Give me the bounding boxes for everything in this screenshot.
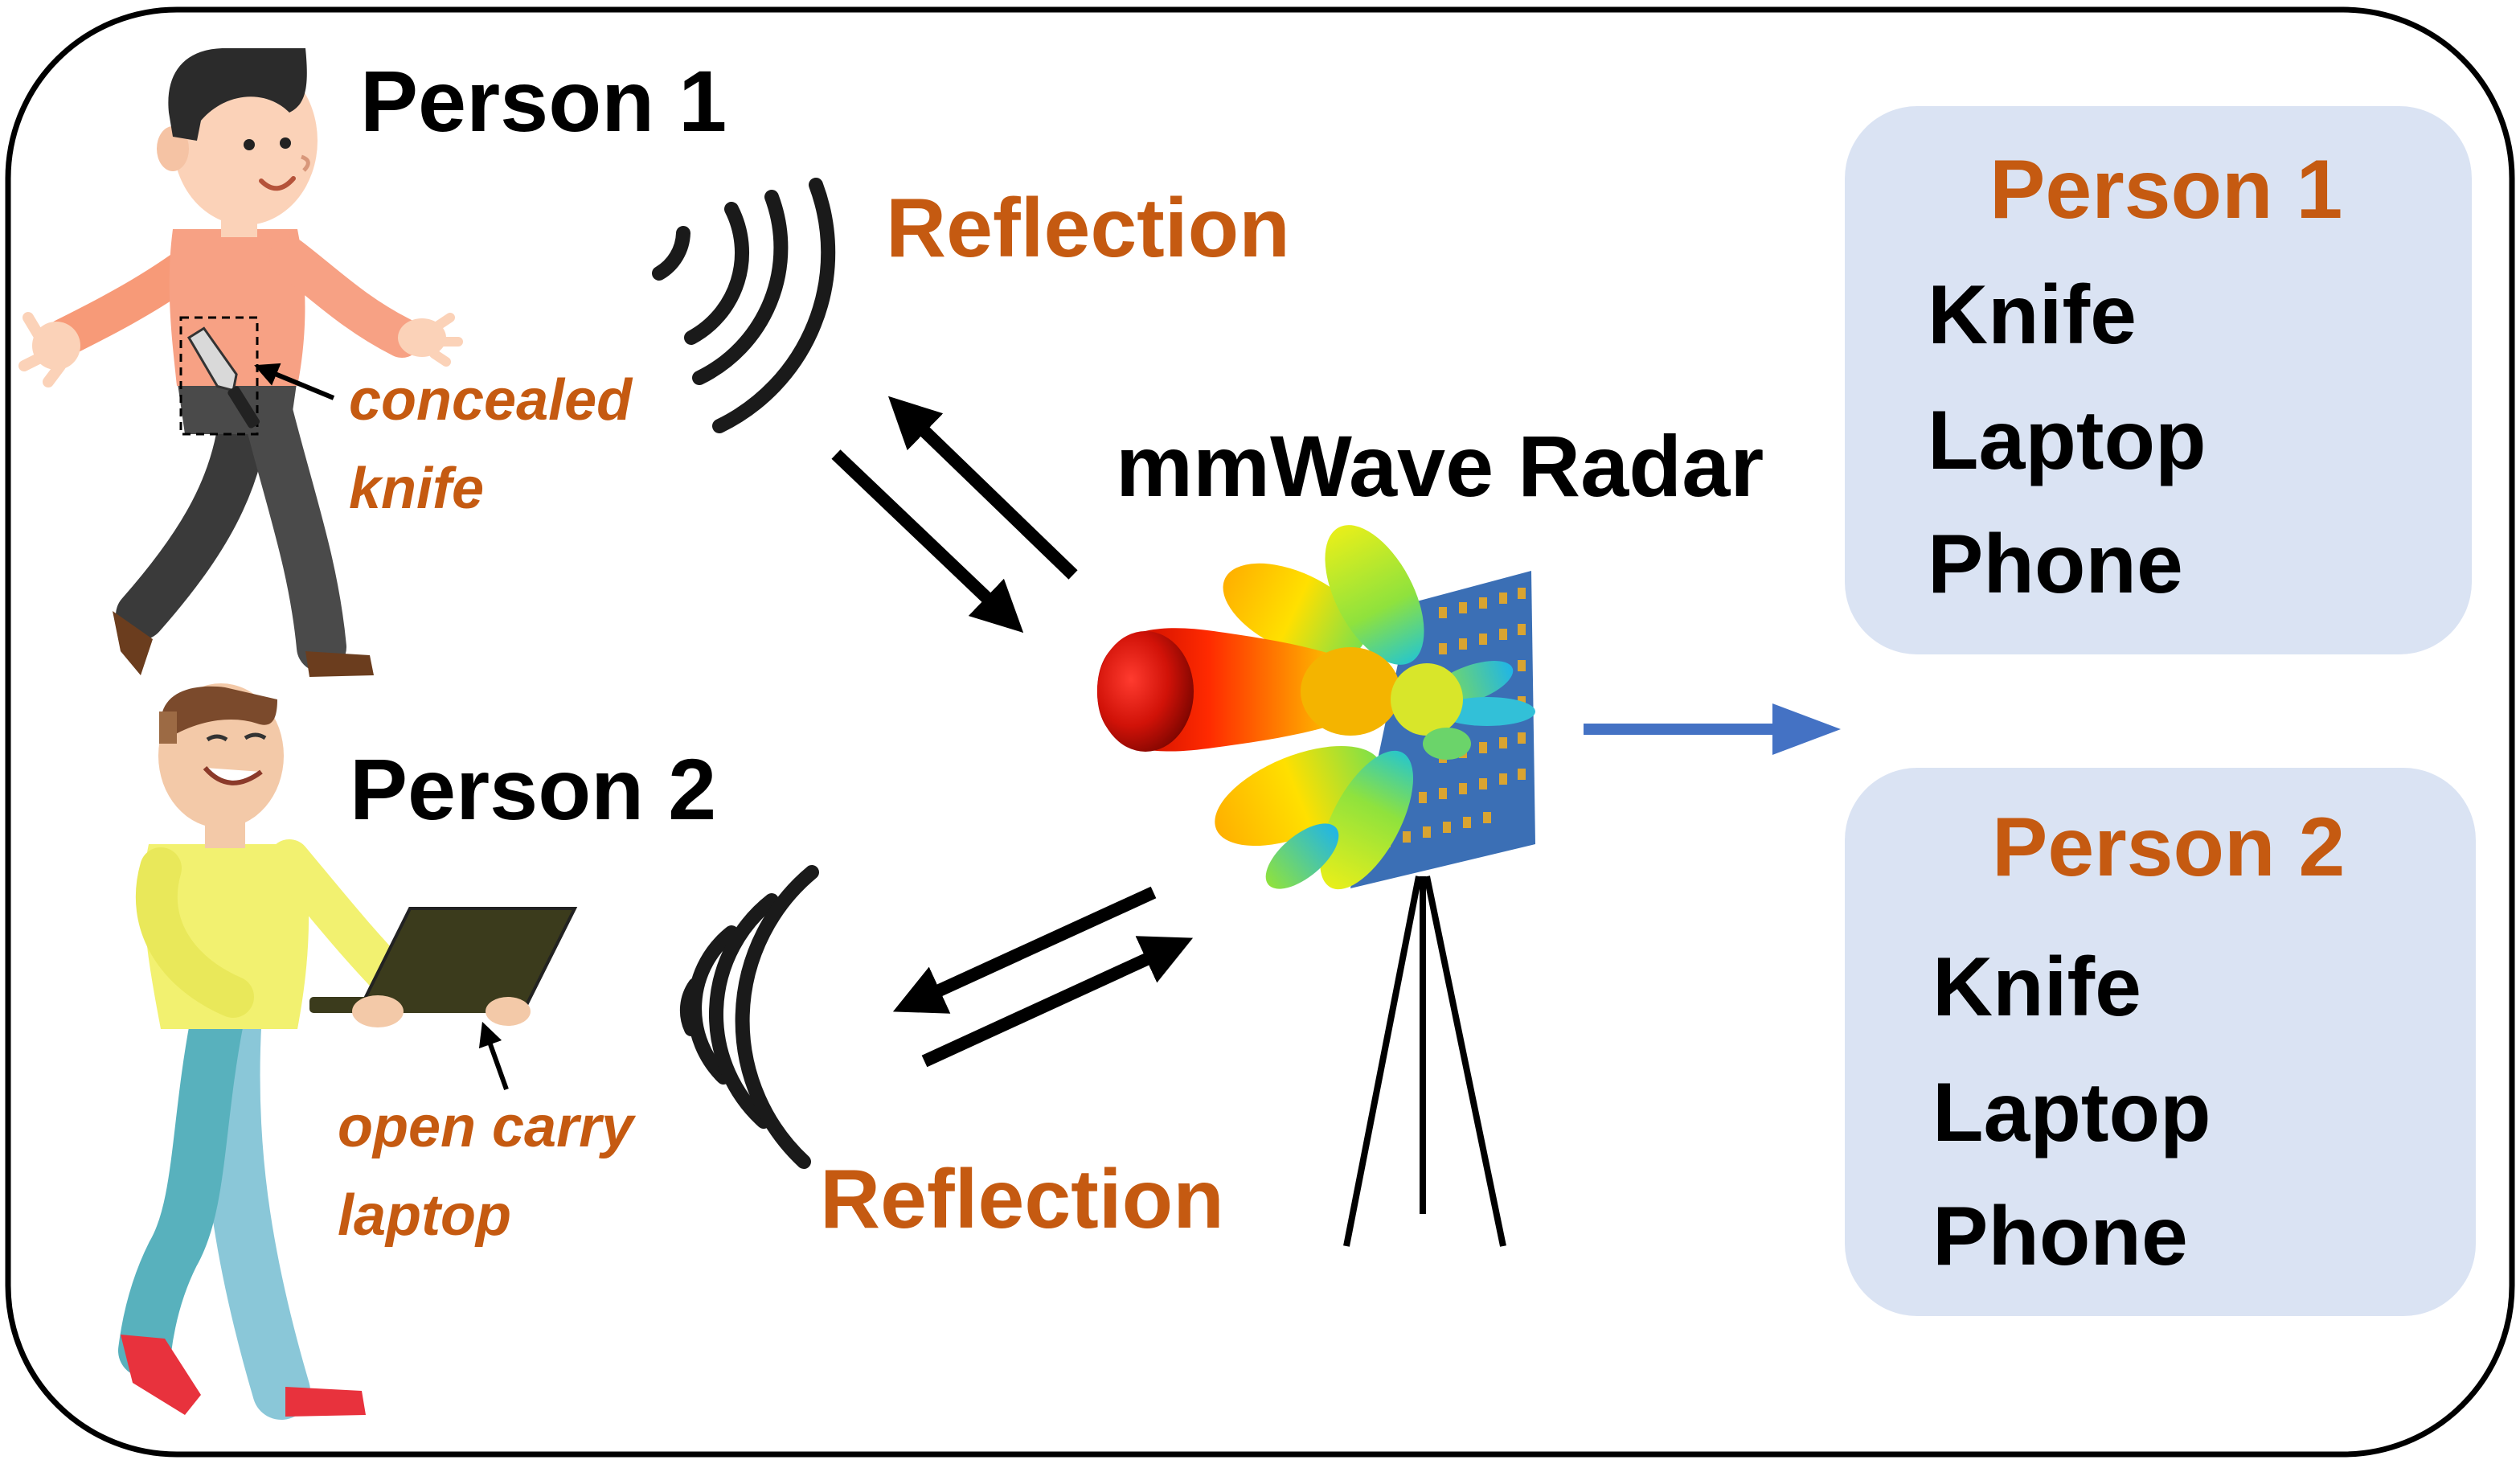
outer-frame: [5, 6, 2515, 1458]
result-2-item-phone: Phone: [1932, 1190, 2188, 1283]
person-2-figure: [118, 683, 578, 1420]
reflection-label-2: Reflection: [820, 1153, 1224, 1246]
reflection-label-1: Reflection: [886, 182, 1290, 275]
result-1-item-phone: Phone: [1928, 518, 2183, 611]
concealed-annotation-line-2: knife: [349, 457, 485, 521]
knife-icon: [186, 326, 260, 429]
result-1-title: Person 1: [1989, 143, 2343, 236]
result-1-item-laptop: Laptop: [1928, 394, 2207, 487]
result-1-item-knife: Knife: [1928, 269, 2137, 362]
laptop-icon: [359, 907, 578, 1007]
arrows-person-1: [831, 396, 1078, 634]
person-1-label: Person 1: [360, 52, 727, 150]
result-2-title: Person 2: [1992, 801, 2346, 894]
result-box-person-1: [1845, 106, 2472, 654]
wave-icon-person-1: [652, 178, 836, 433]
radiation-pattern: [1097, 525, 1535, 890]
result-2-item-knife: Knife: [1932, 941, 2141, 1034]
person-1-figure: [18, 48, 463, 677]
result-2-item-laptop: Laptop: [1932, 1066, 2211, 1159]
arrows-person-2: [892, 886, 1194, 1068]
result-box-person-2: [1845, 768, 2476, 1316]
open-carry-annotation-line-2: laptop: [338, 1183, 511, 1248]
person-2-label: Person 2: [350, 740, 717, 838]
concealed-annotation-line-1: concealed: [349, 368, 633, 433]
arrow-right-icon: [1584, 703, 1841, 755]
open-carry-annotation-line-1: open carry: [338, 1095, 634, 1159]
wave-icon-person-2: [679, 865, 819, 1169]
radar-tripod: [1343, 876, 1506, 1247]
radar-label: mmWave Radar: [1116, 417, 1764, 515]
